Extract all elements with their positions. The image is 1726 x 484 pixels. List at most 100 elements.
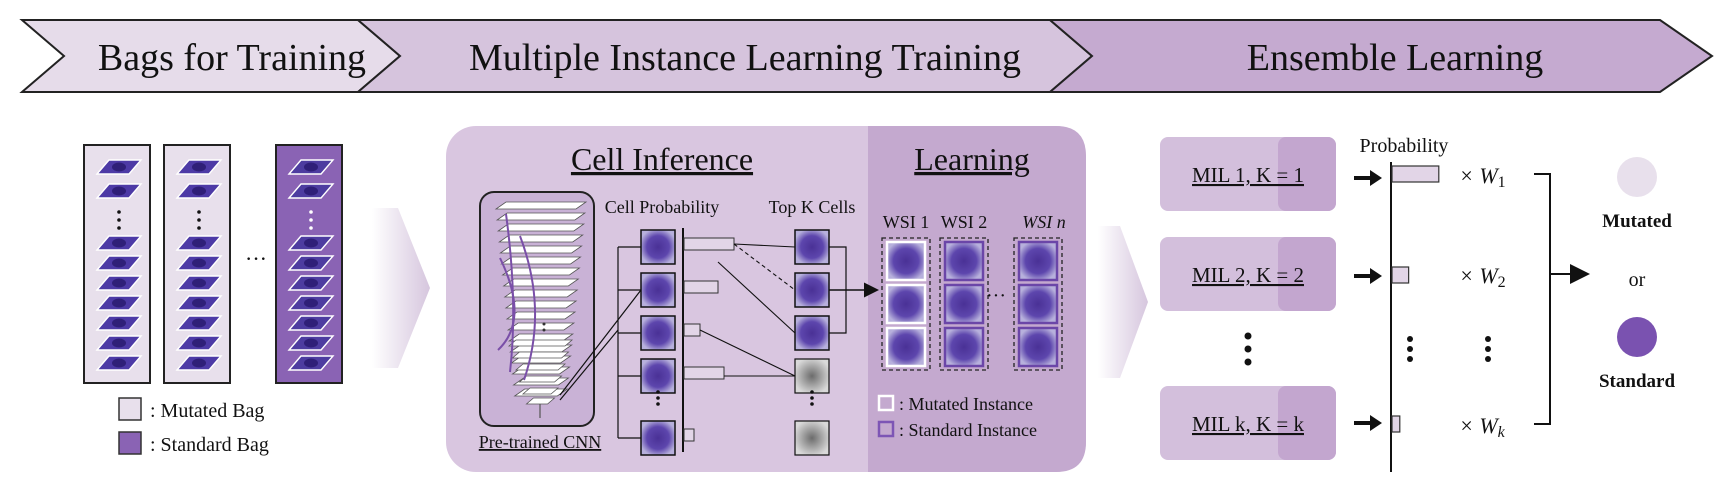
ensemble-section: Probability MIL 1, K = 1 MIL 2, K = 2 MI… <box>1160 135 1675 472</box>
ellipsis-dot <box>197 218 201 222</box>
mutated-output-circle <box>1617 157 1657 197</box>
cnn-to-cells-line <box>559 289 642 396</box>
top-k-label: Top K Cells <box>769 197 856 217</box>
cell-nucleus <box>192 278 206 288</box>
ellipsis-dot <box>1485 346 1491 352</box>
cnn-layer <box>502 278 580 287</box>
candidate-cell <box>640 315 676 351</box>
legend-mutated-label: : Mutated Bag <box>150 400 264 422</box>
weight-k: × Wk <box>1459 413 1506 441</box>
wsi-ellipsis: ··· <box>986 285 1006 307</box>
standard-output-circle <box>1617 317 1657 357</box>
cell-probability-label: Cell Probability <box>605 197 720 217</box>
ellipsis-dot <box>117 210 121 214</box>
wsi-instance-groups <box>881 237 1063 371</box>
model-2-arrow <box>1354 268 1382 284</box>
wsi-instance <box>885 283 927 325</box>
model-k-arrow <box>1354 415 1382 431</box>
legend-standard-swatch <box>118 431 142 455</box>
candidate-cell <box>640 272 676 308</box>
flow-arrow-2 <box>1098 226 1148 378</box>
top-k-cell <box>794 229 830 265</box>
wsi-instance <box>943 326 985 368</box>
legend-standard-label: : Standard Bag <box>150 434 269 456</box>
cell-nucleus <box>112 358 126 368</box>
cell-nucleus <box>112 318 126 328</box>
cnn-layer <box>501 267 581 276</box>
standard-instance-swatch <box>877 420 895 438</box>
stage-2-label: Multiple Instance Learning Training <box>469 37 1021 79</box>
cnn-to-cells-line <box>559 329 619 401</box>
wsi-instance <box>943 283 985 325</box>
candidate-cell <box>640 358 676 394</box>
cell-nucleus <box>304 338 318 348</box>
wsi-instance <box>1017 326 1059 368</box>
top-k-cell <box>794 272 830 308</box>
cell-nucleus <box>192 358 206 368</box>
wsi-1-label: WSI 1 <box>883 212 930 232</box>
wsi-bag <box>939 237 989 371</box>
cell-nucleus <box>192 186 206 196</box>
ranking-line <box>733 243 796 248</box>
cell-nucleus <box>192 318 206 328</box>
cnn-layer <box>511 351 570 359</box>
cnn-layer <box>505 311 577 320</box>
stage-banner: Bags for Training Multiple Instance Lear… <box>19 19 1714 93</box>
wsi-instance <box>1017 240 1059 282</box>
cnn-layers <box>494 201 588 418</box>
cnn-layer <box>507 339 574 347</box>
wsi-instance <box>1017 283 1059 325</box>
cnn-layer <box>496 223 586 232</box>
cell-nucleus <box>112 258 126 268</box>
cnn-layer <box>503 289 579 298</box>
cell-probability-bar <box>683 366 725 380</box>
ellipsis-dot <box>1407 346 1413 352</box>
ellipsis-dot <box>810 390 814 394</box>
cnn-layer <box>514 363 567 371</box>
stage-3-label: Ensemble Learning <box>1247 37 1544 79</box>
ellipsis-dot <box>1485 336 1491 342</box>
prob-vertical-ellipsis <box>1407 336 1413 362</box>
ellipsis-dot <box>656 396 660 400</box>
ellipsis-dot <box>656 390 660 394</box>
ellipsis-dot <box>1244 332 1252 340</box>
learning-title: Learning <box>914 141 1030 177</box>
ensemble-bracket <box>1534 173 1551 425</box>
ellipsis-dot <box>542 322 546 326</box>
mil-model-1-label: MIL 1, K = 1 <box>1192 163 1304 187</box>
cell-nucleus <box>192 298 206 308</box>
cell-probability-bar <box>683 428 695 442</box>
model-1-arrow <box>1354 170 1382 186</box>
cell-nucleus <box>304 298 318 308</box>
cnn-label: Pre-trained CNN <box>479 432 601 452</box>
cnn-layer <box>498 234 584 243</box>
weight-2: × W2 <box>1459 263 1506 291</box>
weight-1: × W1 <box>1459 163 1506 191</box>
cnn-layer <box>504 300 578 309</box>
standard-instance-label: : Standard Instance <box>899 420 1037 440</box>
probability-label: Probability <box>1360 135 1449 157</box>
cell-nucleus <box>304 278 318 288</box>
candidate-cell <box>640 420 676 456</box>
cell-nucleus <box>112 338 126 348</box>
cell-inference-title: Cell Inference <box>571 141 753 177</box>
weight-vertical-ellipsis <box>1485 336 1491 362</box>
ellipsis-dot <box>542 328 546 332</box>
cnn-layer <box>525 397 556 405</box>
cnn-layer <box>499 245 583 254</box>
cell-probability-bar <box>683 323 701 337</box>
ellipsis-dot <box>117 218 121 222</box>
candidate-cell <box>640 229 676 265</box>
discarded-cell <box>794 420 830 456</box>
cell-nucleus <box>192 338 206 348</box>
wsi-n-label: WSI n <box>1022 212 1066 232</box>
mil-model-k: MIL k, K = k <box>1160 386 1336 460</box>
cnn-layer <box>495 212 587 221</box>
wsi-instance <box>943 240 985 282</box>
ellipsis-dot <box>1244 345 1252 353</box>
models-vertical-ellipsis <box>1244 332 1252 366</box>
ellipsis-dot <box>656 402 660 406</box>
cell-nucleus <box>192 238 206 248</box>
cell-nucleus <box>304 258 318 268</box>
mil-model-1-shade <box>1278 137 1336 211</box>
